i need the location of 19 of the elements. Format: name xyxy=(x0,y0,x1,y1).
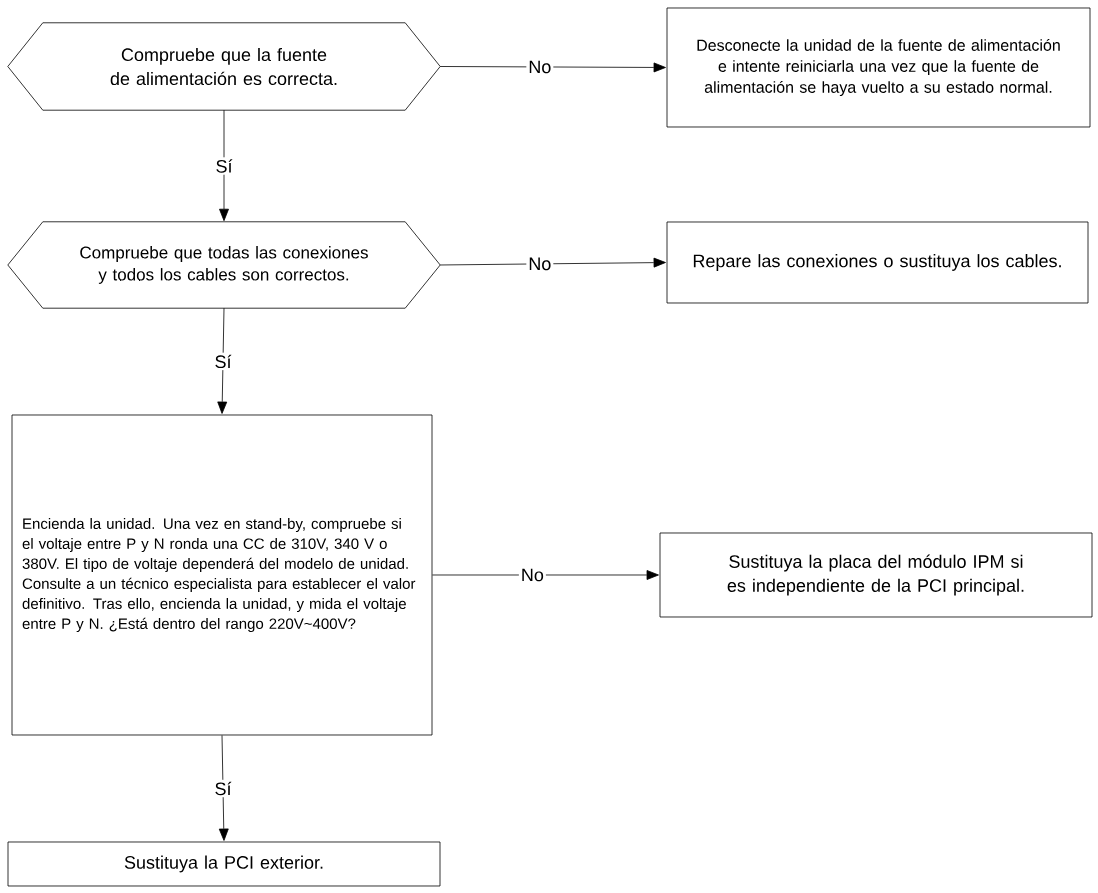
edge-label: Sí xyxy=(213,157,235,175)
arrow xyxy=(439,62,666,73)
arrow xyxy=(218,735,229,841)
arrow xyxy=(439,257,666,268)
edge-label: No xyxy=(526,255,554,273)
edge-label: No xyxy=(526,58,554,76)
edge-label: Sí xyxy=(212,352,234,371)
process-box: Sustituya la PCI exterior. xyxy=(7,841,441,887)
decision-hexagon: Compruebe que la fuente de alimentación es correcta. xyxy=(7,22,441,111)
arrow xyxy=(432,570,659,580)
process-box: Desconecte la unidad de la fuente de alimentación e intente reiniciarla una vez que la fuente de alimentación se haya vuelto a su estado normal. xyxy=(666,7,1091,128)
edge-label: No xyxy=(518,566,546,584)
decision-hexagon: Compruebe que todas las conexiones y todos los cables son correctos. xyxy=(7,221,441,309)
process-box: Encienda la unidad. Una vez en stand-by, compruebe si el voltaje entre P y N ronda una CC de 310V, 340 V o 380V. El tipo de voltaje dependerá del modelo de unidad. Consulte a un técnico especialista para establecer el valor definitivo. Tras ello, encienda la unidad, y mida el voltaje entre P y N. ¿Está dentro del rango 220V~400V? xyxy=(11,414,433,736)
arrow xyxy=(219,109,229,222)
process-box: Sustituya la placa del módulo IPM si es independiente de la PCI principal. xyxy=(659,532,1093,618)
process-box: Repare las conexiones o sustituya los cables. xyxy=(666,221,1089,304)
edge-label: Sí xyxy=(212,779,234,798)
arrow xyxy=(217,307,228,414)
